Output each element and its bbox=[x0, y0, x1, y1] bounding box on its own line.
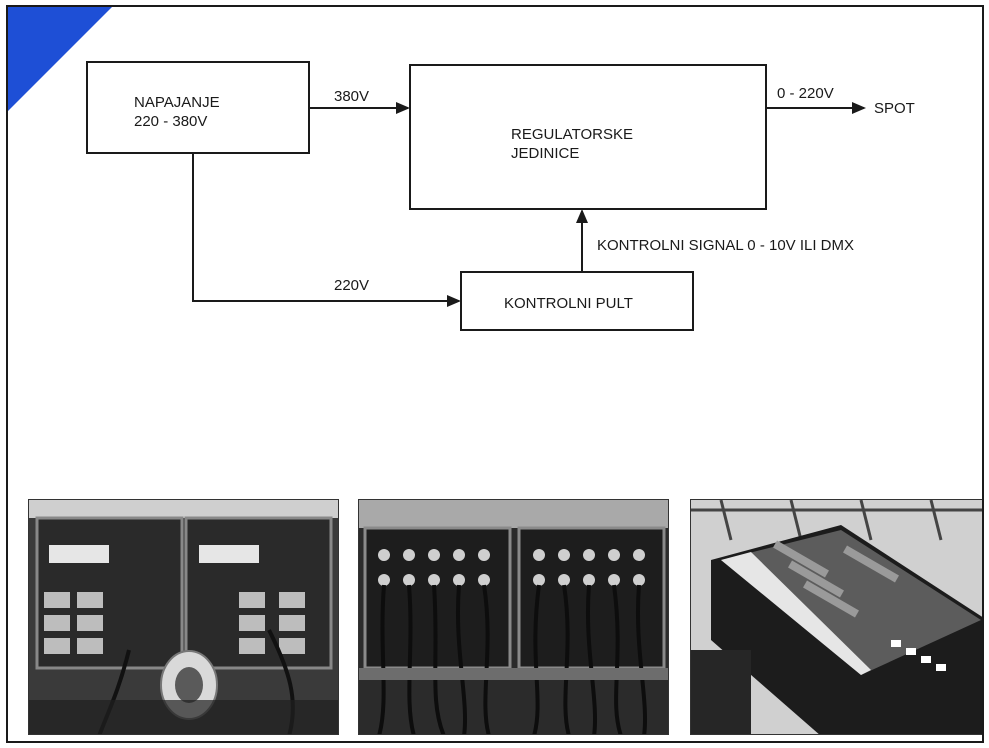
edge-label-220v: 220V bbox=[334, 276, 369, 295]
edge-label-0-220v: 0 - 220V bbox=[777, 84, 834, 103]
edge-label-control-signal: KONTROLNI SIGNAL 0 - 10V ILI DMX bbox=[597, 236, 854, 255]
lighting-console-photo bbox=[690, 499, 984, 735]
edge-label-380v: 380V bbox=[334, 87, 369, 106]
power-box-label-line2: 220 - 380V bbox=[134, 112, 207, 131]
slide-frame: NAPAJANJE 220 - 380V REGULATORSKE JEDINI… bbox=[6, 5, 984, 743]
spot-label: SPOT bbox=[874, 99, 915, 118]
power-box-label-line1: NAPAJANJE bbox=[134, 93, 220, 112]
control-box-label: KONTROLNI PULT bbox=[504, 294, 633, 313]
regulator-box-label-line1: REGULATORSKE bbox=[511, 125, 633, 144]
dimmer-racks-photo bbox=[28, 499, 339, 735]
regulator-box-label-line2: JEDINICE bbox=[511, 144, 579, 163]
dimmer-cabling-photo bbox=[358, 499, 669, 735]
